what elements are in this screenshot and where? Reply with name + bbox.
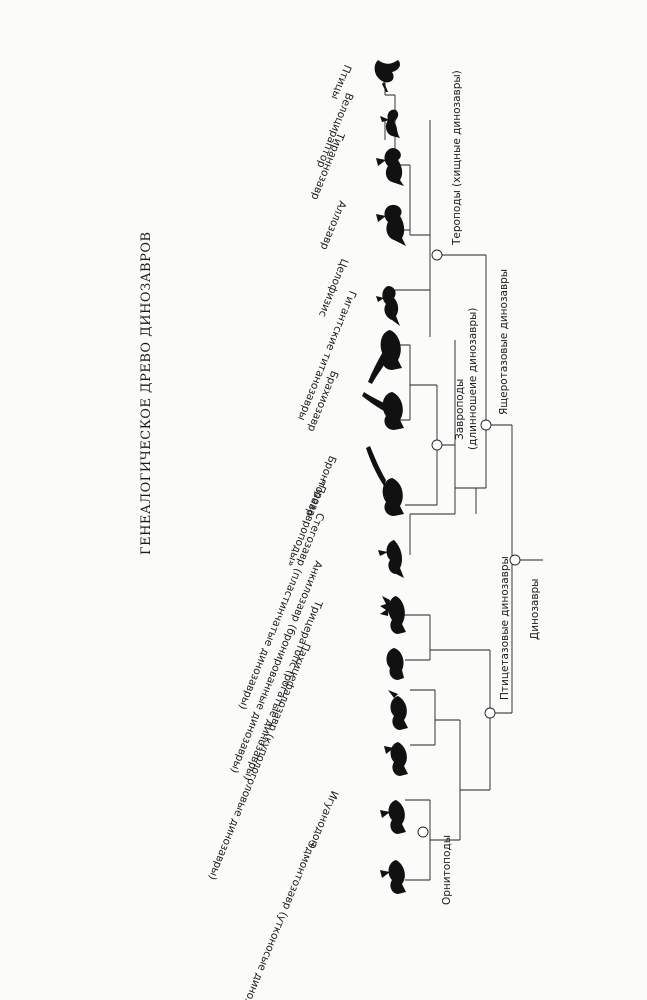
- iguanodon-icon: [380, 800, 406, 834]
- clade-labels: Тероподы (хищные динозавры) Завроподы (д…: [441, 70, 541, 905]
- clade-label-saurischians: Ящеротазовые динозавры: [498, 269, 510, 415]
- titanosaur-icon: [368, 330, 402, 384]
- theropoda-branch: [429, 120, 486, 337]
- diagram-title: ГЕНЕАЛОГИЧЕСКОЕ ДРЕВО ДИНОЗАВРОВ: [139, 231, 154, 555]
- taxon-labels: ПтицыВелоцирапторТираннозаврАллозаврЦело…: [206, 63, 359, 1000]
- brachiosaurus-icon: [362, 392, 404, 430]
- prosauropod-leaf: [409, 513, 455, 555]
- stegosaurus-icon: [380, 596, 406, 634]
- node-theropoda: [431, 249, 443, 261]
- sauropod-inner: [405, 384, 455, 506]
- bird-icon: [374, 60, 400, 92]
- clade-label-dinosaurs: Динозавры: [529, 579, 541, 640]
- clade-label-sauropods-sub: (длинношеие динозавры): [467, 308, 479, 450]
- tyrannosaurus-icon: [376, 148, 404, 186]
- clade-label-ornithopods: Орнитоподы: [441, 835, 453, 905]
- brontosaurus-icon: [366, 446, 404, 516]
- velociraptor-icon: [380, 109, 400, 138]
- clade-label-ornithischians: Птицетазовые динозавры: [499, 556, 511, 700]
- ornithopoda-branch: [405, 799, 460, 881]
- marginocephalia-branch: [410, 689, 460, 746]
- tree-lines: [384, 80, 543, 881]
- node-ornithischia: [484, 707, 496, 719]
- allosaurus-icon: [376, 204, 406, 246]
- coelophysis-icon: [376, 286, 400, 326]
- ankylosaurus-icon: [386, 648, 404, 680]
- pachycephalosaurus-icon: [384, 742, 408, 776]
- edmontosaurus-icon: [380, 860, 406, 894]
- prosauropod-icon: [378, 540, 404, 578]
- thyreophora-branch: [400, 614, 490, 661]
- sauropodomorpha-branch: [454, 340, 486, 514]
- taxon-label: Эдмонтозавр (утконосые динозавры): [229, 839, 318, 1000]
- node-saurischia: [480, 419, 492, 431]
- clade-nodes: [417, 249, 521, 838]
- theropod-inner-1: [385, 234, 430, 291]
- clade-label-sauropods: Завроподы: [454, 379, 466, 440]
- node-ornithopoda: [417, 826, 429, 838]
- taxon-label: Анкилозавр (бронированные динозавры): [228, 559, 325, 775]
- node-dinosauria: [509, 554, 521, 566]
- silhouettes: [362, 60, 408, 894]
- cerapoda-branch: [459, 720, 490, 840]
- node-sauropoda: [431, 439, 443, 451]
- triceratops-icon: [388, 690, 408, 730]
- clade-label-theropods: Тероподы (хищные динозавры): [451, 70, 463, 246]
- taxon-label: Аллозавр: [318, 199, 349, 252]
